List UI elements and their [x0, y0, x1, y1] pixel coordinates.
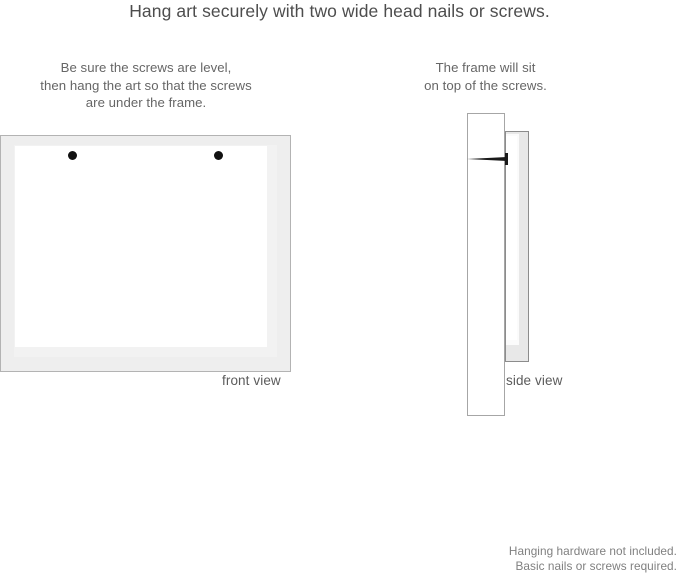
- front-view-diagram: [0, 135, 291, 372]
- page-title: Hang art securely with two wide head nai…: [129, 1, 550, 21]
- frame-side-glass-strip: [506, 136, 517, 340]
- side-view-caption-line-1: The frame will sit: [435, 60, 536, 75]
- wall-cross-section: [467, 113, 505, 416]
- side-view-caption: The frame will sit on top of the screws.: [393, 59, 578, 94]
- front-view-caption-line-1: Be sure the screws are level,: [60, 60, 232, 75]
- side-view-caption-line-2: on top of the screws.: [424, 77, 547, 93]
- front-view-label: front view: [222, 373, 281, 388]
- nail-shaft-icon: [467, 157, 507, 161]
- front-view-caption: Be sure the screws are level, then hang …: [0, 59, 292, 112]
- footer-note: Hanging hardware not included. Basic nai…: [509, 544, 677, 573]
- footer-line-1: Hanging hardware not included.: [508, 544, 677, 558]
- screw-dot-left-icon: [68, 151, 77, 160]
- side-view-diagram: [440, 100, 610, 430]
- picture-frame-artwork-area: [15, 146, 267, 347]
- front-view-caption-line-2: then hang the art so that the screws: [40, 77, 252, 93]
- footer-line-2: Basic nails or screws required.: [515, 558, 677, 573]
- side-view-label: side view: [506, 373, 563, 388]
- screw-dot-right-icon: [214, 151, 223, 160]
- front-view-caption-line-3: are under the frame.: [85, 95, 207, 110]
- nail-head-icon: [505, 153, 508, 165]
